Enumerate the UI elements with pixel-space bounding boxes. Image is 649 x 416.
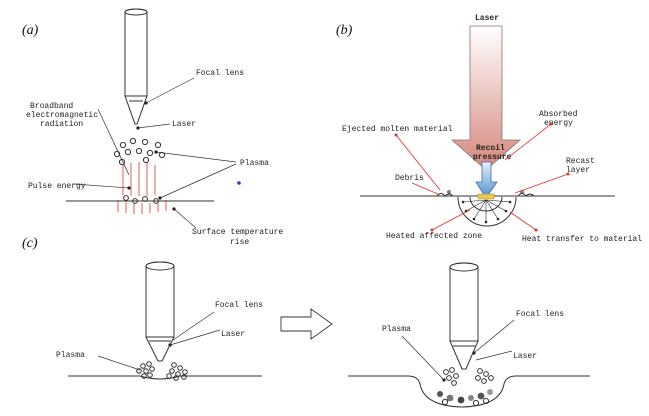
panel-c-left-focal-lens-label: Focal lens [215, 301, 263, 310]
panel-b-heat-transfer-label: Heat transfer to material [522, 235, 642, 244]
panel-a-broadband-line3: radiation [40, 120, 83, 129]
panel-b-heated-zone [457, 196, 517, 227]
panel-a-surface-temp-line2: rise [230, 238, 249, 247]
panel-b-label: (b) [336, 23, 353, 38]
panel-b-laser-arrow [450, 25, 522, 171]
panel-c-right-lens-shape [449, 262, 479, 370]
panel-a-focal-lens-shape [124, 8, 148, 125]
panel-c-left-laser-label: Laser [221, 330, 245, 339]
panel-b-ejected-label: Ejected molten material [342, 125, 453, 134]
panel-b-recast-line2: layer [566, 166, 590, 175]
panel-a-laser-label: Laser [172, 120, 196, 129]
panel-a-plasma-bubbles [113, 137, 166, 204]
panel-c-left-plasma-bubbles [136, 361, 188, 381]
panel-c-right-crater [348, 375, 590, 408]
panel-a-pulse-energy-label: Pulse energy [28, 182, 86, 191]
panel-b-debris-label: Debris [395, 174, 424, 183]
panel-b-recoil-line2: pressure [473, 153, 512, 162]
panel-c: (c) Focal lens Laser Plasma [22, 236, 590, 408]
panel-a-focal-lens-label: Focal lens [196, 69, 244, 78]
panel-c-right-focal-lens-label: Focal lens [516, 310, 564, 319]
panel-c-right-plasma-bubbles [437, 367, 494, 407]
panel-b-recoil-arrow [475, 161, 498, 199]
panel-b: (b) Laser Recoil pressure [336, 14, 642, 244]
panel-c-left-plasma-label: Plasma [56, 351, 85, 360]
panel-b-heat-arrows [461, 199, 512, 224]
panel-b-laser-label: Laser [475, 14, 499, 23]
panel-c-transition-arrow [280, 308, 333, 340]
panel-b-debris [436, 190, 535, 197]
panel-a-plasma-label: Plasma [240, 159, 269, 168]
panel-c-left-surface [68, 375, 262, 380]
panel-a-broadband-line1: Broadband [30, 102, 73, 111]
panel-b-leaders [394, 122, 570, 232]
panel-a-label: (a) [22, 23, 39, 38]
panel-a-blue-dot [237, 181, 241, 185]
panel-a: (a) Focal lens Laser [22, 8, 283, 247]
panel-b-absorbed-line1: Absorbed [539, 110, 578, 119]
panel-b-recast-line1: Recast [566, 157, 595, 166]
panel-b-heated-label: Heated affected zone [386, 232, 482, 241]
panel-c-label: (c) [22, 236, 38, 251]
panel-a-surface-temp-line1: Surface temperature [192, 228, 283, 237]
panel-b-recoil-line1: Recoil [476, 144, 505, 153]
panel-a-broadband-line2: electromagnetic [26, 111, 98, 120]
panel-c-right-laser-label: Laser [513, 352, 537, 361]
panel-b-absorbed-line2: energy [544, 119, 573, 128]
panel-c-right-plasma-label: Plasma [382, 325, 411, 334]
panel-a-pulse-lines [117, 162, 167, 214]
